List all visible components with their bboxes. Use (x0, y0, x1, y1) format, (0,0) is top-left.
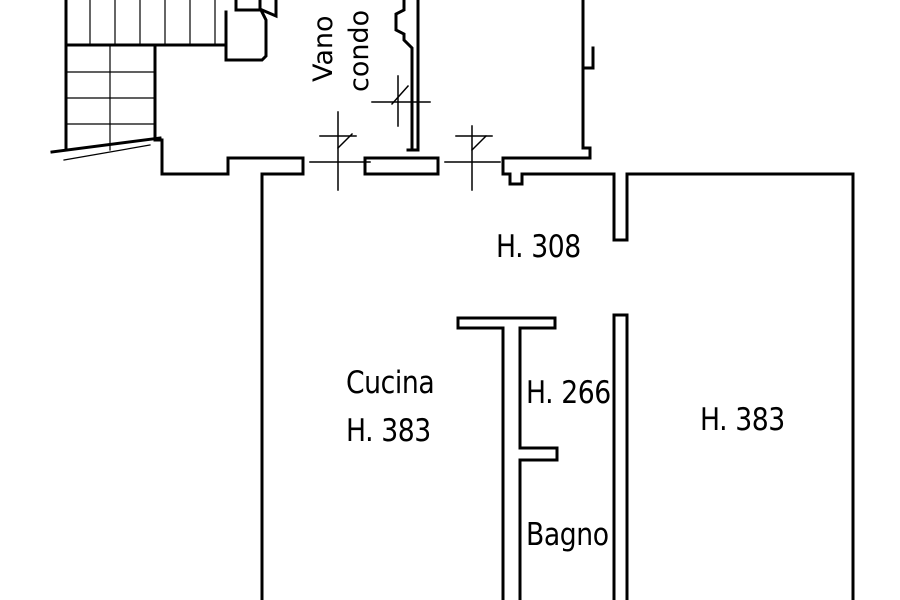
appliance (224, 0, 278, 62)
apartment-walls (260, 166, 855, 600)
room-height-label: H. 383 (700, 402, 785, 438)
stairwell-walls (394, 0, 595, 152)
kitchen-name-label: Cucina (346, 365, 435, 401)
bathroom-height-label: H. 266 (526, 375, 611, 411)
corridor-height-label: H. 308 (496, 229, 581, 265)
bathroom-walls (456, 313, 629, 600)
stairwell-label-line1: Vano (308, 15, 339, 82)
door-symbols (309, 75, 501, 191)
upper-wall (153, 138, 592, 176)
bathroom-name-label: Bagno (526, 517, 609, 553)
stairwell-label-line2: condo (344, 9, 375, 92)
staircase (50, 0, 227, 161)
kitchen-height-label: H. 383 (346, 413, 431, 449)
